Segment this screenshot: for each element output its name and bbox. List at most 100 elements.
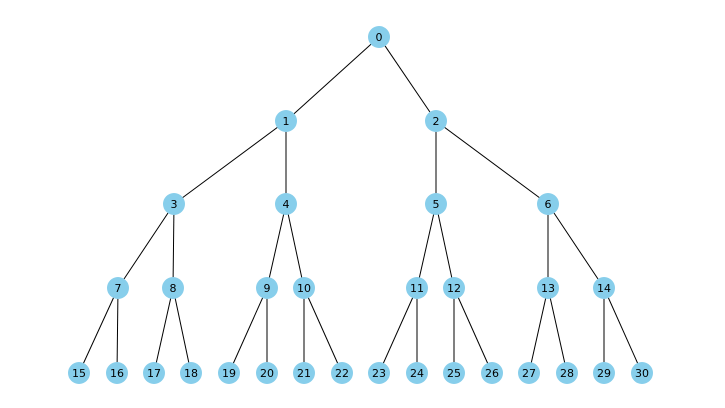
node-label: 6 bbox=[545, 198, 552, 211]
node-label: 3 bbox=[171, 198, 178, 211]
tree-edge-0-1 bbox=[285, 36, 380, 122]
tree-edge-13-28 bbox=[547, 287, 568, 374]
node-label: 21 bbox=[297, 367, 311, 380]
node-label: 26 bbox=[485, 367, 499, 380]
tree-edge-7-15 bbox=[78, 287, 119, 374]
tree-node-7: 7 bbox=[107, 277, 129, 299]
tree-edge-4-9 bbox=[266, 203, 287, 289]
tree-edge-2-6 bbox=[435, 120, 549, 205]
node-label: 19 bbox=[222, 367, 236, 380]
node-label: 29 bbox=[597, 367, 611, 380]
tree-node-4: 4 bbox=[275, 193, 297, 215]
node-label: 12 bbox=[447, 282, 461, 295]
node-label: 25 bbox=[447, 367, 461, 380]
node-circle bbox=[443, 277, 465, 299]
node-label: 23 bbox=[372, 367, 386, 380]
tree-node-17: 17 bbox=[143, 362, 165, 384]
node-circle bbox=[631, 362, 653, 384]
tree-node-14: 14 bbox=[593, 277, 615, 299]
node-label: 14 bbox=[597, 282, 611, 295]
node-circle bbox=[406, 362, 428, 384]
node-label: 30 bbox=[635, 367, 649, 380]
node-label: 16 bbox=[110, 367, 124, 380]
node-circle bbox=[425, 193, 447, 215]
node-circle bbox=[331, 362, 353, 384]
node-circle bbox=[293, 277, 315, 299]
node-circle bbox=[256, 277, 278, 299]
tree-node-11: 11 bbox=[406, 277, 428, 299]
node-label: 10 bbox=[297, 282, 311, 295]
node-label: 22 bbox=[335, 367, 349, 380]
node-circle bbox=[481, 362, 503, 384]
node-circle bbox=[218, 362, 240, 384]
node-circle bbox=[107, 277, 129, 299]
tree-node-21: 21 bbox=[293, 362, 315, 384]
tree-node-0: 0 bbox=[368, 26, 390, 48]
tree-node-20: 20 bbox=[256, 362, 278, 384]
tree-node-18: 18 bbox=[180, 362, 202, 384]
tree-node-29: 29 bbox=[593, 362, 615, 384]
tree-node-13: 13 bbox=[537, 277, 559, 299]
node-label: 9 bbox=[264, 282, 271, 295]
tree-edge-13-27 bbox=[528, 287, 549, 374]
tree-node-6: 6 bbox=[537, 193, 559, 215]
node-circle bbox=[143, 362, 165, 384]
node-circle bbox=[593, 362, 615, 384]
node-label: 15 bbox=[72, 367, 86, 380]
node-circle bbox=[162, 277, 184, 299]
node-circle bbox=[518, 362, 540, 384]
tree-edge-3-8 bbox=[172, 203, 175, 289]
tree-edge-11-23 bbox=[378, 287, 418, 374]
node-circle bbox=[425, 110, 447, 132]
tree-node-8: 8 bbox=[162, 277, 184, 299]
node-label: 28 bbox=[560, 367, 574, 380]
node-circle bbox=[275, 110, 297, 132]
tree-edge-5-12 bbox=[435, 203, 455, 289]
tree-edge-1-3 bbox=[173, 120, 287, 205]
tree-node-3: 3 bbox=[163, 193, 185, 215]
tree-node-12: 12 bbox=[443, 277, 465, 299]
tree-node-27: 27 bbox=[518, 362, 540, 384]
node-circle bbox=[68, 362, 90, 384]
tree-node-19: 19 bbox=[218, 362, 240, 384]
node-circle bbox=[275, 193, 297, 215]
tree-node-9: 9 bbox=[256, 277, 278, 299]
node-circle bbox=[180, 362, 202, 384]
node-label: 5 bbox=[433, 198, 440, 211]
node-circle bbox=[406, 277, 428, 299]
node-label: 27 bbox=[522, 367, 536, 380]
tree-edge-3-7 bbox=[117, 203, 175, 289]
node-circle bbox=[537, 277, 559, 299]
tree-edge-14-30 bbox=[603, 287, 643, 374]
tree-edge-5-11 bbox=[416, 203, 437, 289]
tree-node-2: 2 bbox=[425, 110, 447, 132]
tree-edge-8-17 bbox=[153, 287, 174, 374]
node-circle bbox=[256, 362, 278, 384]
tree-edge-6-14 bbox=[547, 203, 605, 289]
node-circle bbox=[163, 193, 185, 215]
node-label: 13 bbox=[541, 282, 555, 295]
node-label: 8 bbox=[170, 282, 177, 295]
node-label: 11 bbox=[410, 282, 424, 295]
tree-node-24: 24 bbox=[406, 362, 428, 384]
node-label: 17 bbox=[147, 367, 161, 380]
tree-node-26: 26 bbox=[481, 362, 503, 384]
tree-edge-8-18 bbox=[172, 287, 192, 374]
node-circle bbox=[556, 362, 578, 384]
node-label: 4 bbox=[283, 198, 290, 211]
tree-edge-0-2 bbox=[378, 36, 437, 122]
tree-node-23: 23 bbox=[368, 362, 390, 384]
node-circle bbox=[106, 362, 128, 384]
tree-node-15: 15 bbox=[68, 362, 90, 384]
tree-edge-9-19 bbox=[228, 287, 268, 374]
node-label: 0 bbox=[376, 31, 383, 44]
node-label: 1 bbox=[283, 115, 290, 128]
node-circle bbox=[593, 277, 615, 299]
tree-node-30: 30 bbox=[631, 362, 653, 384]
tree-node-5: 5 bbox=[425, 193, 447, 215]
node-circle bbox=[368, 362, 390, 384]
node-circle bbox=[443, 362, 465, 384]
tree-node-22: 22 bbox=[331, 362, 353, 384]
node-circle bbox=[368, 26, 390, 48]
